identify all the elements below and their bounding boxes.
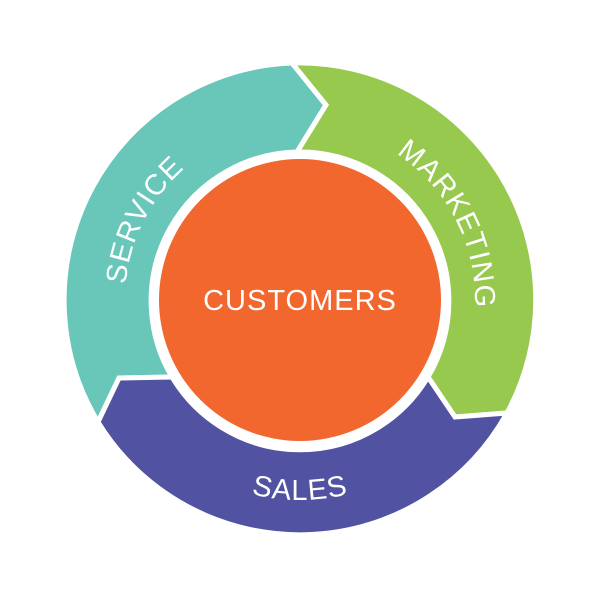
customers-label: CUSTOMERS: [203, 285, 397, 317]
customers-circle: [159, 159, 441, 441]
service-segment: [61, 60, 330, 428]
marketing-segment: [286, 60, 539, 420]
sales-label-text: SALES: [250, 470, 349, 507]
sales-label: SALES: [250, 470, 350, 507]
sales-segment: [95, 372, 512, 538]
